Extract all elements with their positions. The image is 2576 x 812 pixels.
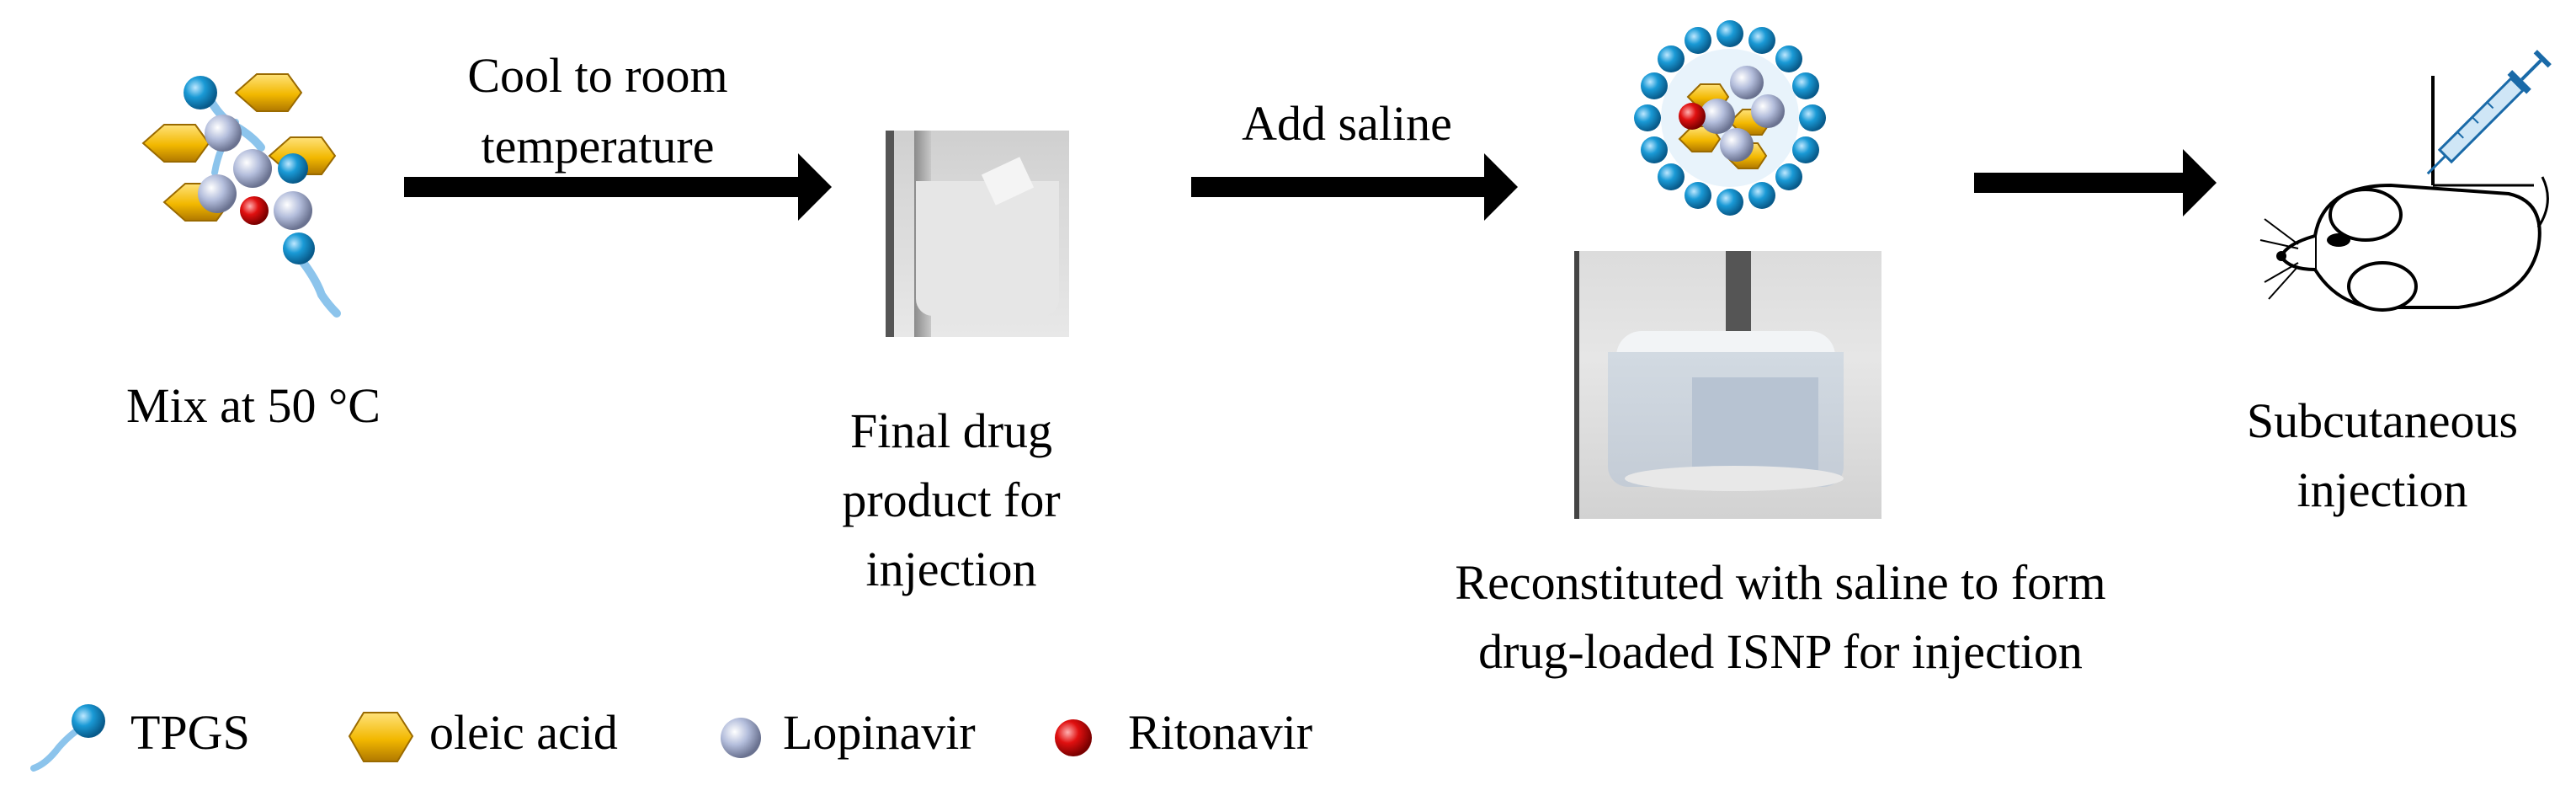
saline-label: Add saline (1242, 96, 1452, 151)
reconstituted-line1: Reconstituted with saline to form (1455, 555, 2106, 610)
lopinavir-icon (721, 718, 761, 758)
tpgs-icon (30, 704, 105, 772)
oleic-acid-icon (348, 712, 414, 762)
arrow-inject (1974, 149, 2217, 216)
mixture-cluster-icon (141, 73, 341, 318)
final-product-vial (886, 131, 1069, 337)
legend-oleic-label: oleic acid (429, 705, 618, 760)
nanoparticle-icon (1634, 20, 1826, 216)
legend-ritonavir: Ritonavir (1048, 697, 1385, 773)
arrow-cool (404, 153, 832, 221)
mix-label: Mix at 50 °C (126, 378, 381, 433)
reconstituted-vial (1574, 251, 1881, 519)
legend-tpgs: TPGS (25, 697, 303, 773)
final-label-line2: product for (842, 473, 1061, 527)
legend-ritonavir-label: Ritonavir (1128, 705, 1313, 760)
legend-oleic: oleic acid (337, 697, 673, 773)
subq-label-line2: injection (2297, 462, 2468, 517)
legend-tpgs-label: TPGS (130, 705, 250, 760)
arrow-saline (1191, 153, 1518, 221)
legend-lopinavir: Lopinavir (716, 697, 1052, 773)
final-label-line1: Final drug (849, 403, 1053, 458)
subq-label-line1: Subcutaneous (2246, 393, 2519, 448)
ritonavir-icon (1055, 719, 1092, 756)
mouse-syringe-icon (2259, 50, 2552, 312)
reconstituted-line2: drug-loaded ISNP for injection (1478, 624, 2083, 679)
cool-label-line2: temperature (481, 119, 715, 174)
cool-label-line1: Cool to room (467, 48, 728, 103)
final-label-line3: injection (865, 542, 1037, 596)
legend-lopinavir-label: Lopinavir (783, 705, 976, 760)
